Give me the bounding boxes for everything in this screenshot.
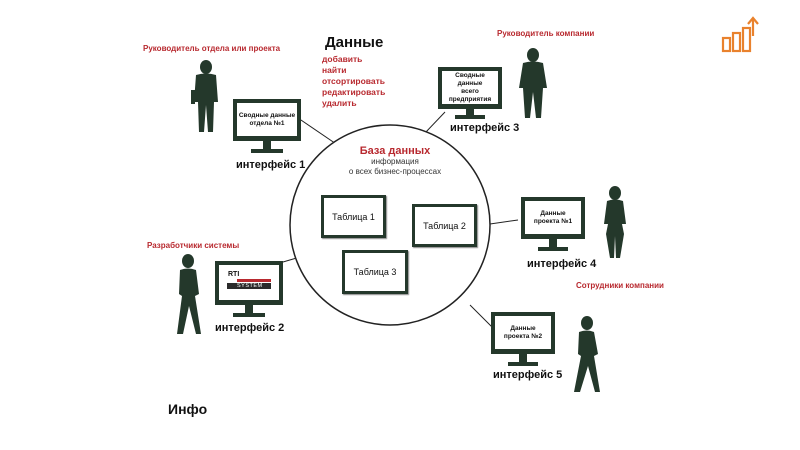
rti-logo-top: RTI: [228, 271, 240, 278]
database-subtitle-2: о всех бизнес-процессах: [348, 167, 442, 176]
info-label: Инфо: [168, 401, 208, 417]
screen-5-line-2: проекта №2: [503, 332, 543, 340]
monitor-interface-2: RTI SYSTEM: [215, 261, 283, 319]
person-silhouette-icon: [574, 316, 600, 392]
connector-interface-3: [424, 111, 446, 134]
database-subtitle-1: информация: [371, 157, 419, 166]
database-circle: [289, 124, 491, 326]
person-silhouette-icon: [191, 60, 218, 132]
role-developers: Разработчики системы: [147, 241, 240, 250]
data-heading: Данные: [325, 34, 384, 51]
role-ceo: Руководитель компании: [497, 29, 595, 38]
interface-1-label: интерфейс 1: [236, 159, 306, 171]
screen-1-line-2: отдела №1: [249, 119, 285, 127]
screen-3-line-3: предприятия: [448, 95, 492, 103]
interface-5-label: интерфейс 5: [493, 369, 563, 381]
connector-interface-5: [469, 304, 496, 331]
screen-5-line-1: Данные: [510, 324, 536, 332]
interface-3-label: интерфейс 3: [450, 122, 520, 134]
interface-2-label: интерфейс 2: [215, 322, 285, 334]
role-dept-head: Руководитель отдела или проекта: [143, 44, 281, 53]
data-op-sort: отсортировать: [322, 76, 386, 86]
screen-1-line-1: Сводные данные: [238, 111, 296, 119]
table-1-label: Таблица 1: [332, 211, 375, 222]
table-3-label: Таблица 3: [353, 267, 397, 277]
data-op-find: найти: [322, 65, 347, 75]
person-silhouette-icon: [604, 186, 626, 258]
screen-4-line-1: Данные: [540, 209, 566, 217]
database-label-block: База данных информация о всех бизнес-про…: [340, 145, 450, 177]
role-employees: Сотрудники компании: [576, 281, 664, 290]
monitor-icon: [438, 67, 502, 119]
logo-buildings-icon: [721, 16, 759, 53]
rti-logo-bottom: SYSTEM: [237, 283, 263, 289]
screen-4-line-2: проекта №1: [533, 217, 573, 225]
data-op-edit: редактировать: [322, 87, 386, 97]
data-op-delete: удалить: [322, 98, 357, 108]
table-1: Таблица 1: [321, 195, 386, 238]
monitor-icon: [215, 261, 283, 317]
interface-4-label: интерфейс 4: [527, 258, 597, 270]
monitor-icon: [233, 99, 301, 153]
monitor-icon: [521, 197, 585, 251]
table-2: Таблица 2: [412, 204, 477, 247]
monitor-icon: [491, 312, 555, 366]
table-2-label: Таблица 2: [423, 220, 466, 231]
data-operations-list: добавить найти отсортировать редактирова…: [322, 54, 385, 109]
database-title: База данных: [359, 145, 431, 157]
person-silhouette-icon: [177, 254, 201, 334]
person-silhouette-icon: [519, 48, 547, 118]
table-3: Таблица 3: [342, 250, 408, 294]
screen-3-line-1: Сводные данные: [455, 71, 485, 87]
data-op-add: добавить: [322, 54, 363, 64]
screen-3-line-2: всего: [461, 87, 479, 95]
connector-interface-4: [489, 219, 519, 225]
